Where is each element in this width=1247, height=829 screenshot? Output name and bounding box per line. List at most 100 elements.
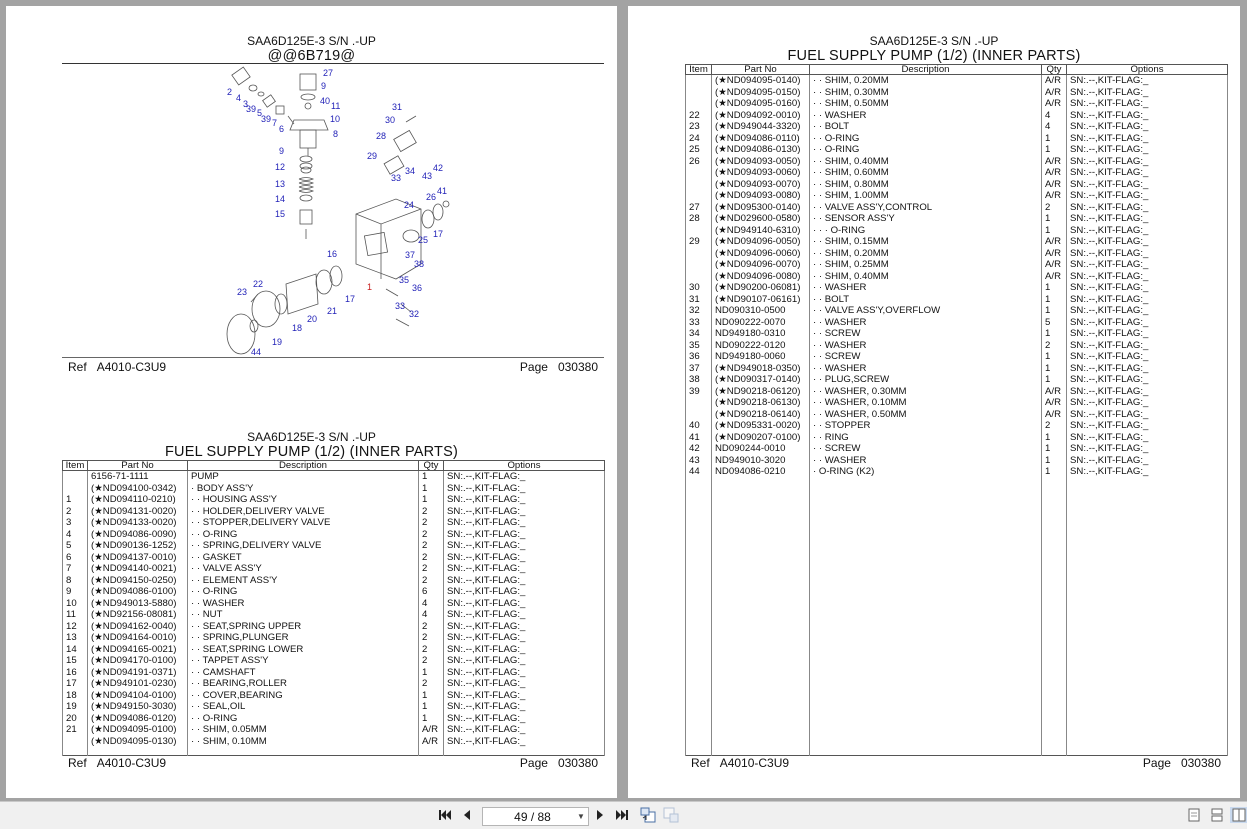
parts-table: Item Part No Description Qty Options (★N…: [685, 64, 1228, 756]
row-options: SN:.--,KIT-FLAG:_: [1066, 305, 1228, 317]
row-options: SN:.--,KIT-FLAG:_: [1066, 109, 1228, 121]
row-item-number: [685, 397, 712, 409]
table-header-row: Item Part No Description Qty Options: [62, 460, 605, 471]
row-part-number: (★ND094086-0130): [711, 144, 810, 156]
row-part-number: (★ND094092-0010): [711, 109, 810, 121]
row-part-number: (★ND094096-0080): [711, 270, 810, 282]
row-description: · · O-RING: [809, 144, 1042, 156]
row-item-number: 4: [62, 528, 88, 540]
row-description: · · SPRING,PLUNGER: [187, 632, 419, 644]
row-options: SN:.--,KIT-FLAG:_: [443, 597, 605, 609]
row-description: · · WASHER: [809, 282, 1042, 294]
row-options: SN:.--,KIT-FLAG:_: [443, 643, 605, 655]
forward-view-button[interactable]: [663, 807, 679, 823]
row-options: SN:.--,KIT-FLAG:_: [1066, 178, 1228, 190]
next-page-button[interactable]: [592, 807, 608, 823]
row-options: SN:.--,KIT-FLAG:_: [443, 735, 605, 747]
row-part-number: (★ND094093-0060): [711, 167, 810, 179]
row-quantity: 4: [418, 597, 444, 609]
row-options: SN:.--,KIT-FLAG:_: [1066, 374, 1228, 386]
svg-text:10: 10: [330, 114, 340, 124]
svg-text:35: 35: [399, 275, 409, 285]
last-page-icon: [616, 810, 628, 820]
row-options: SN:.--,KIT-FLAG:_: [443, 505, 605, 517]
row-item-number: 28: [685, 213, 712, 225]
row-part-number: (★ND094191-0371): [87, 666, 188, 678]
row-quantity: 1: [418, 712, 444, 724]
empty-cell: [187, 747, 419, 756]
svg-text:42: 42: [433, 163, 443, 173]
svg-text:38: 38: [414, 259, 424, 269]
page-number-select[interactable]: 49 / 88 ▼: [482, 807, 589, 826]
row-item-number: 19: [62, 701, 88, 713]
row-description: · · WASHER: [187, 597, 419, 609]
empty-cell: [1066, 477, 1228, 756]
row-description: · · VALVE ASS'Y: [187, 563, 419, 575]
page-indicator: 49 / 88: [514, 809, 551, 824]
row-item-number: [685, 178, 712, 190]
row-options: SN:.--,KIT-FLAG:_: [1066, 190, 1228, 202]
svg-text:7: 7: [272, 118, 277, 128]
row-description: · · O-RING: [809, 132, 1042, 144]
row-options: SN:.--,KIT-FLAG:_: [1066, 339, 1228, 351]
last-page-button[interactable]: [614, 807, 630, 823]
back-view-button[interactable]: [640, 807, 656, 823]
continuous-view-button[interactable]: [1209, 807, 1225, 823]
row-item-number: 18: [62, 689, 88, 701]
row-description: · · SHIM, 0.60MM: [809, 167, 1042, 179]
row-item-number: 2: [62, 505, 88, 517]
prev-page-button[interactable]: [459, 807, 475, 823]
empty-cell: [711, 477, 810, 756]
row-part-number: (★ND090136-1252): [87, 540, 188, 552]
svg-text:9: 9: [279, 146, 284, 156]
svg-text:14: 14: [275, 194, 285, 204]
row-quantity: 6: [418, 586, 444, 598]
row-quantity: A/R: [1041, 247, 1067, 259]
row-quantity: 4: [1041, 109, 1067, 121]
column-header-part-no: Part No: [711, 64, 810, 75]
row-quantity: 1: [418, 666, 444, 678]
single-page-icon: [1188, 808, 1200, 822]
first-page-button[interactable]: [437, 807, 453, 823]
ref-value: A4010-C3U9: [719, 756, 790, 770]
column-header-item: Item: [62, 460, 88, 471]
row-item-number: 30: [685, 282, 712, 294]
row-options: SN:.--,KIT-FLAG:_: [1066, 155, 1228, 167]
column-header-options: Options: [443, 460, 605, 471]
row-item-number: 16: [62, 666, 88, 678]
row-options: SN:.--,KIT-FLAG:_: [443, 563, 605, 575]
row-part-number: (★ND094096-0070): [711, 259, 810, 271]
row-item-number: 32: [685, 305, 712, 317]
row-options: SN:.--,KIT-FLAG:_: [1066, 247, 1228, 259]
svg-text:36: 36: [412, 283, 422, 293]
row-options: SN:.--,KIT-FLAG:_: [443, 666, 605, 678]
viewer-toolbar: 49 / 88 ▼: [0, 801, 1247, 829]
row-quantity: A/R: [1041, 259, 1067, 271]
row-item-number: [685, 259, 712, 271]
svg-text:13: 13: [275, 179, 285, 189]
row-quantity: 1: [1041, 466, 1067, 478]
row-part-number: ND090310-0500: [711, 305, 810, 317]
row-item-number: 43: [685, 454, 712, 466]
row-description: · · NUT: [187, 609, 419, 621]
row-part-number: (★ND094095-0100): [87, 724, 188, 736]
facing-pages-view-button[interactable]: [1230, 807, 1247, 823]
single-page-view-button[interactable]: [1186, 807, 1202, 823]
row-quantity: 1: [418, 482, 444, 494]
row-part-number: ND094086-0210: [711, 466, 810, 478]
svg-text:22: 22: [253, 279, 263, 289]
row-description: · · SHIM, 0.15MM: [809, 236, 1042, 248]
page-value: 030380: [557, 756, 598, 770]
